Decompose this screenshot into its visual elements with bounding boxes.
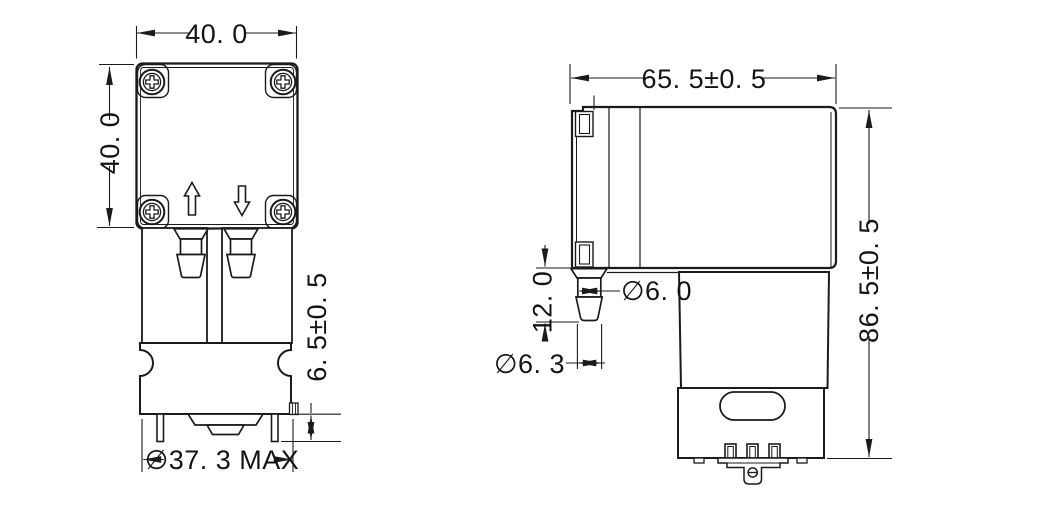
dim-side-port-tube-diameter-label: ∅6. 0 — [621, 276, 692, 306]
dim-front-pin-length: 6. 5±0. 5 — [281, 272, 341, 443]
screw-pocket — [136, 63, 170, 99]
phillips-screw-icon — [269, 68, 297, 96]
dim-front-motor-diameter: ∅37. 3 MAX — [141, 419, 300, 475]
dim-side-overall-width: 65. 5±0. 5 — [569, 64, 837, 104]
dim-front-pin-length-label: 6. 5±0. 5 — [302, 272, 332, 381]
pump-head-front — [135, 62, 299, 230]
port-clamp-bottom — [574, 241, 594, 268]
dim-side-overall-height: 86. 5±0. 5 — [827, 107, 892, 460]
shaft-boss-step1 — [186, 413, 265, 426]
dim-side-port-tube-diameter: ∅6. 0 — [579, 276, 692, 306]
flow-outlet-arrow-down-icon — [233, 185, 251, 218]
terminal-tab-edge — [288, 402, 299, 416]
front-view: 40. 0 40. 0 6. 5±0. 5 ∅37. 3 MAX — [95, 19, 341, 475]
motor-side — [677, 271, 831, 485]
dim-side-port-barb-diameter: ∅6. 3 — [494, 324, 605, 379]
dim-side-port-length-label: 12. 0 — [528, 271, 558, 334]
phillips-screw-icon — [269, 198, 297, 226]
dim-side-port-length: 12. 0 — [528, 245, 579, 342]
dim-front-body-height: 40. 0 — [95, 63, 134, 229]
mounting-pin — [270, 413, 279, 443]
side-view: 65. 5±0. 5 86. 5±0. 5 12. 0 ∅6. 0 ∅6. 3 — [494, 64, 892, 485]
port-clamp-top — [574, 110, 594, 138]
bracket-panels-front — [141, 227, 293, 344]
phillips-screw-icon — [138, 198, 166, 226]
pump-body-side — [570, 95, 838, 274]
dim-front-motor-diameter-label: ∅37. 3 MAX — [145, 445, 300, 475]
dim-front-body-width: 40. 0 — [135, 19, 298, 59]
motor-terminals — [717, 443, 789, 485]
dim-side-overall-width-label: 65. 5±0. 5 — [642, 64, 767, 94]
dim-front-body-height-label: 40. 0 — [95, 112, 125, 175]
phillips-screw-icon — [138, 68, 166, 96]
mounting-pin — [156, 413, 165, 443]
flow-inlet-arrow-up-icon — [183, 180, 201, 216]
dim-side-port-barb-diameter-label: ∅6. 3 — [494, 349, 565, 379]
port-side — [569, 267, 609, 322]
motor-vent-slot — [719, 391, 786, 421]
shaft-boss-step2 — [205, 424, 246, 436]
screw-pocket — [264, 63, 298, 99]
dim-side-overall-height-label: 86. 5±0. 5 — [854, 218, 884, 343]
motor-housing-front — [139, 342, 299, 443]
dim-front-body-width-label: 40. 0 — [185, 19, 248, 49]
